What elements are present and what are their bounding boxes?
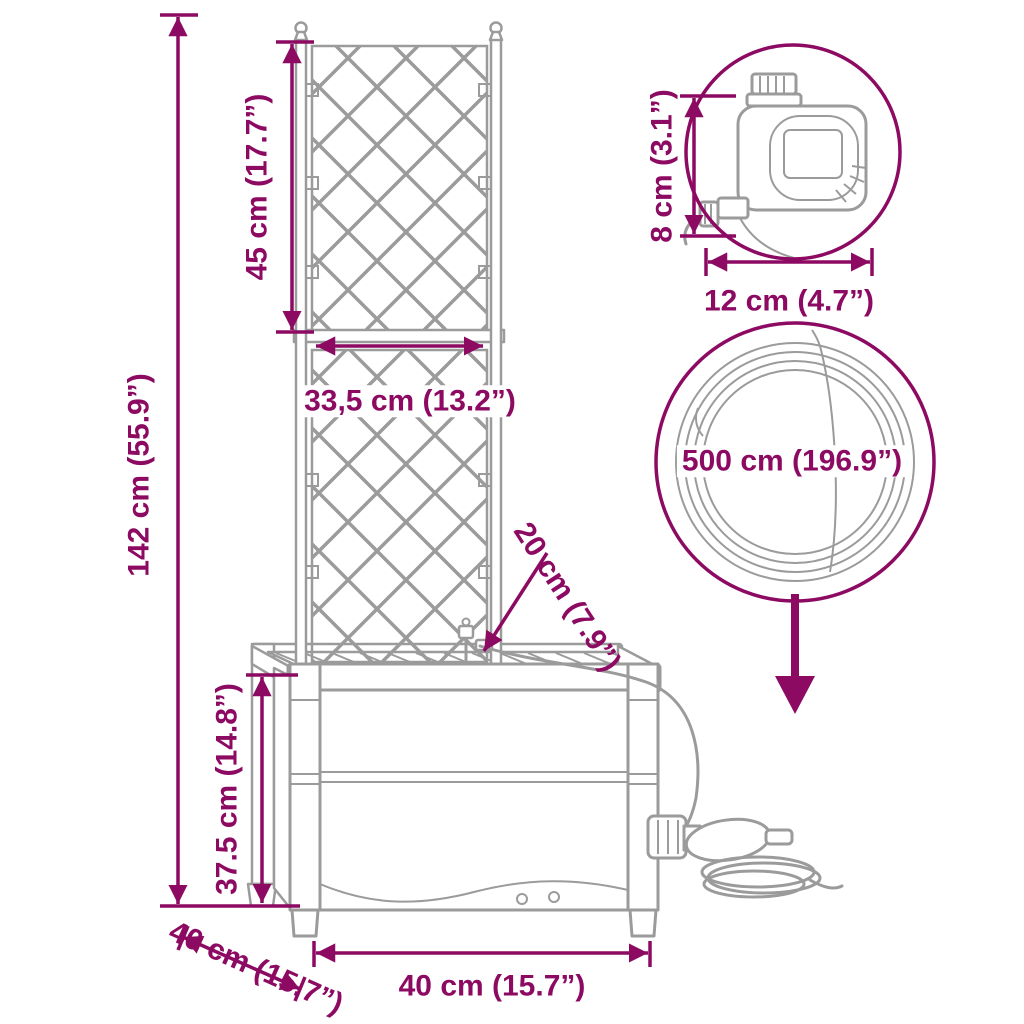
timer-outlet-hose: [739, 217, 795, 259]
planter-height-label: 37.5 cm (14.8”): [210, 683, 244, 895]
right-pole-finial-cap: [488, 30, 504, 42]
planter-depth-dimension-line: [182, 935, 301, 991]
planter-drain-hole: [548, 891, 560, 903]
timer-dial-ticks: [835, 165, 867, 203]
hose-length-label: 500 cm (196.9”): [676, 445, 908, 477]
hose-end: [808, 878, 844, 890]
tap-connector-ridges: [657, 820, 679, 854]
down-arrow-head: [775, 676, 815, 714]
timer-detail-circle: [684, 43, 902, 261]
dripper-distance-arrow: [482, 552, 549, 652]
left-pole-finial-cap: [293, 30, 309, 42]
timer-height-label: 8 cm (3.1”): [645, 89, 679, 243]
timer-outlet: [716, 196, 750, 220]
timer-body: [736, 104, 868, 212]
dripper-head: [457, 624, 475, 640]
planter-panel-seams: [290, 699, 658, 785]
planter-skirt-wave: [319, 880, 629, 903]
trellis-right-pole: [489, 36, 503, 680]
planter-left-side: [272, 666, 292, 910]
planter-front-right-foot: [628, 908, 658, 938]
hose-coil-ring: [675, 342, 915, 582]
trellis-lattice-top-panel: [310, 44, 489, 334]
down-arrow-shaft: [791, 594, 799, 680]
hose-loop: [702, 869, 806, 899]
dripper-nozzle: [461, 617, 471, 627]
planter-front-right-post: [626, 662, 660, 912]
trellis-width-label: 33,5 cm (13.2”): [299, 385, 521, 417]
total-height-label: 142 cm (55.9”): [122, 373, 156, 577]
trellis-crossbar: [292, 328, 506, 344]
timer-width-label: 12 cm (4.7”): [703, 284, 875, 318]
pole-clips: [305, 83, 492, 579]
planter-drain-hole: [516, 893, 528, 905]
planter-width-label: 40 cm (15.7”): [398, 969, 586, 1003]
hose-coil-tail: [811, 329, 837, 573]
trellis-left-pole: [294, 36, 308, 680]
timer-hose-cap: [750, 72, 798, 96]
timer-cap-collar: [745, 92, 803, 108]
timer-display-ring: [769, 115, 859, 201]
timer-screen: [783, 129, 843, 179]
timer-outlet-connector: [698, 200, 720, 228]
trellis-height-label: 45 cm (17.7”): [240, 93, 274, 281]
water-timer-drawing: [683, 72, 868, 259]
planter-front-panel: [318, 688, 630, 912]
dimension-lines: [160, 13, 936, 1002]
planter-front-left-foot: [290, 908, 320, 938]
planter-with-trellis-drawing: [246, 21, 662, 938]
drip-tube: [478, 644, 700, 832]
tap-connector-outlet: [764, 828, 794, 846]
timer-cap-ridges: [759, 76, 785, 94]
hose-coil-inner-end: [694, 407, 704, 437]
